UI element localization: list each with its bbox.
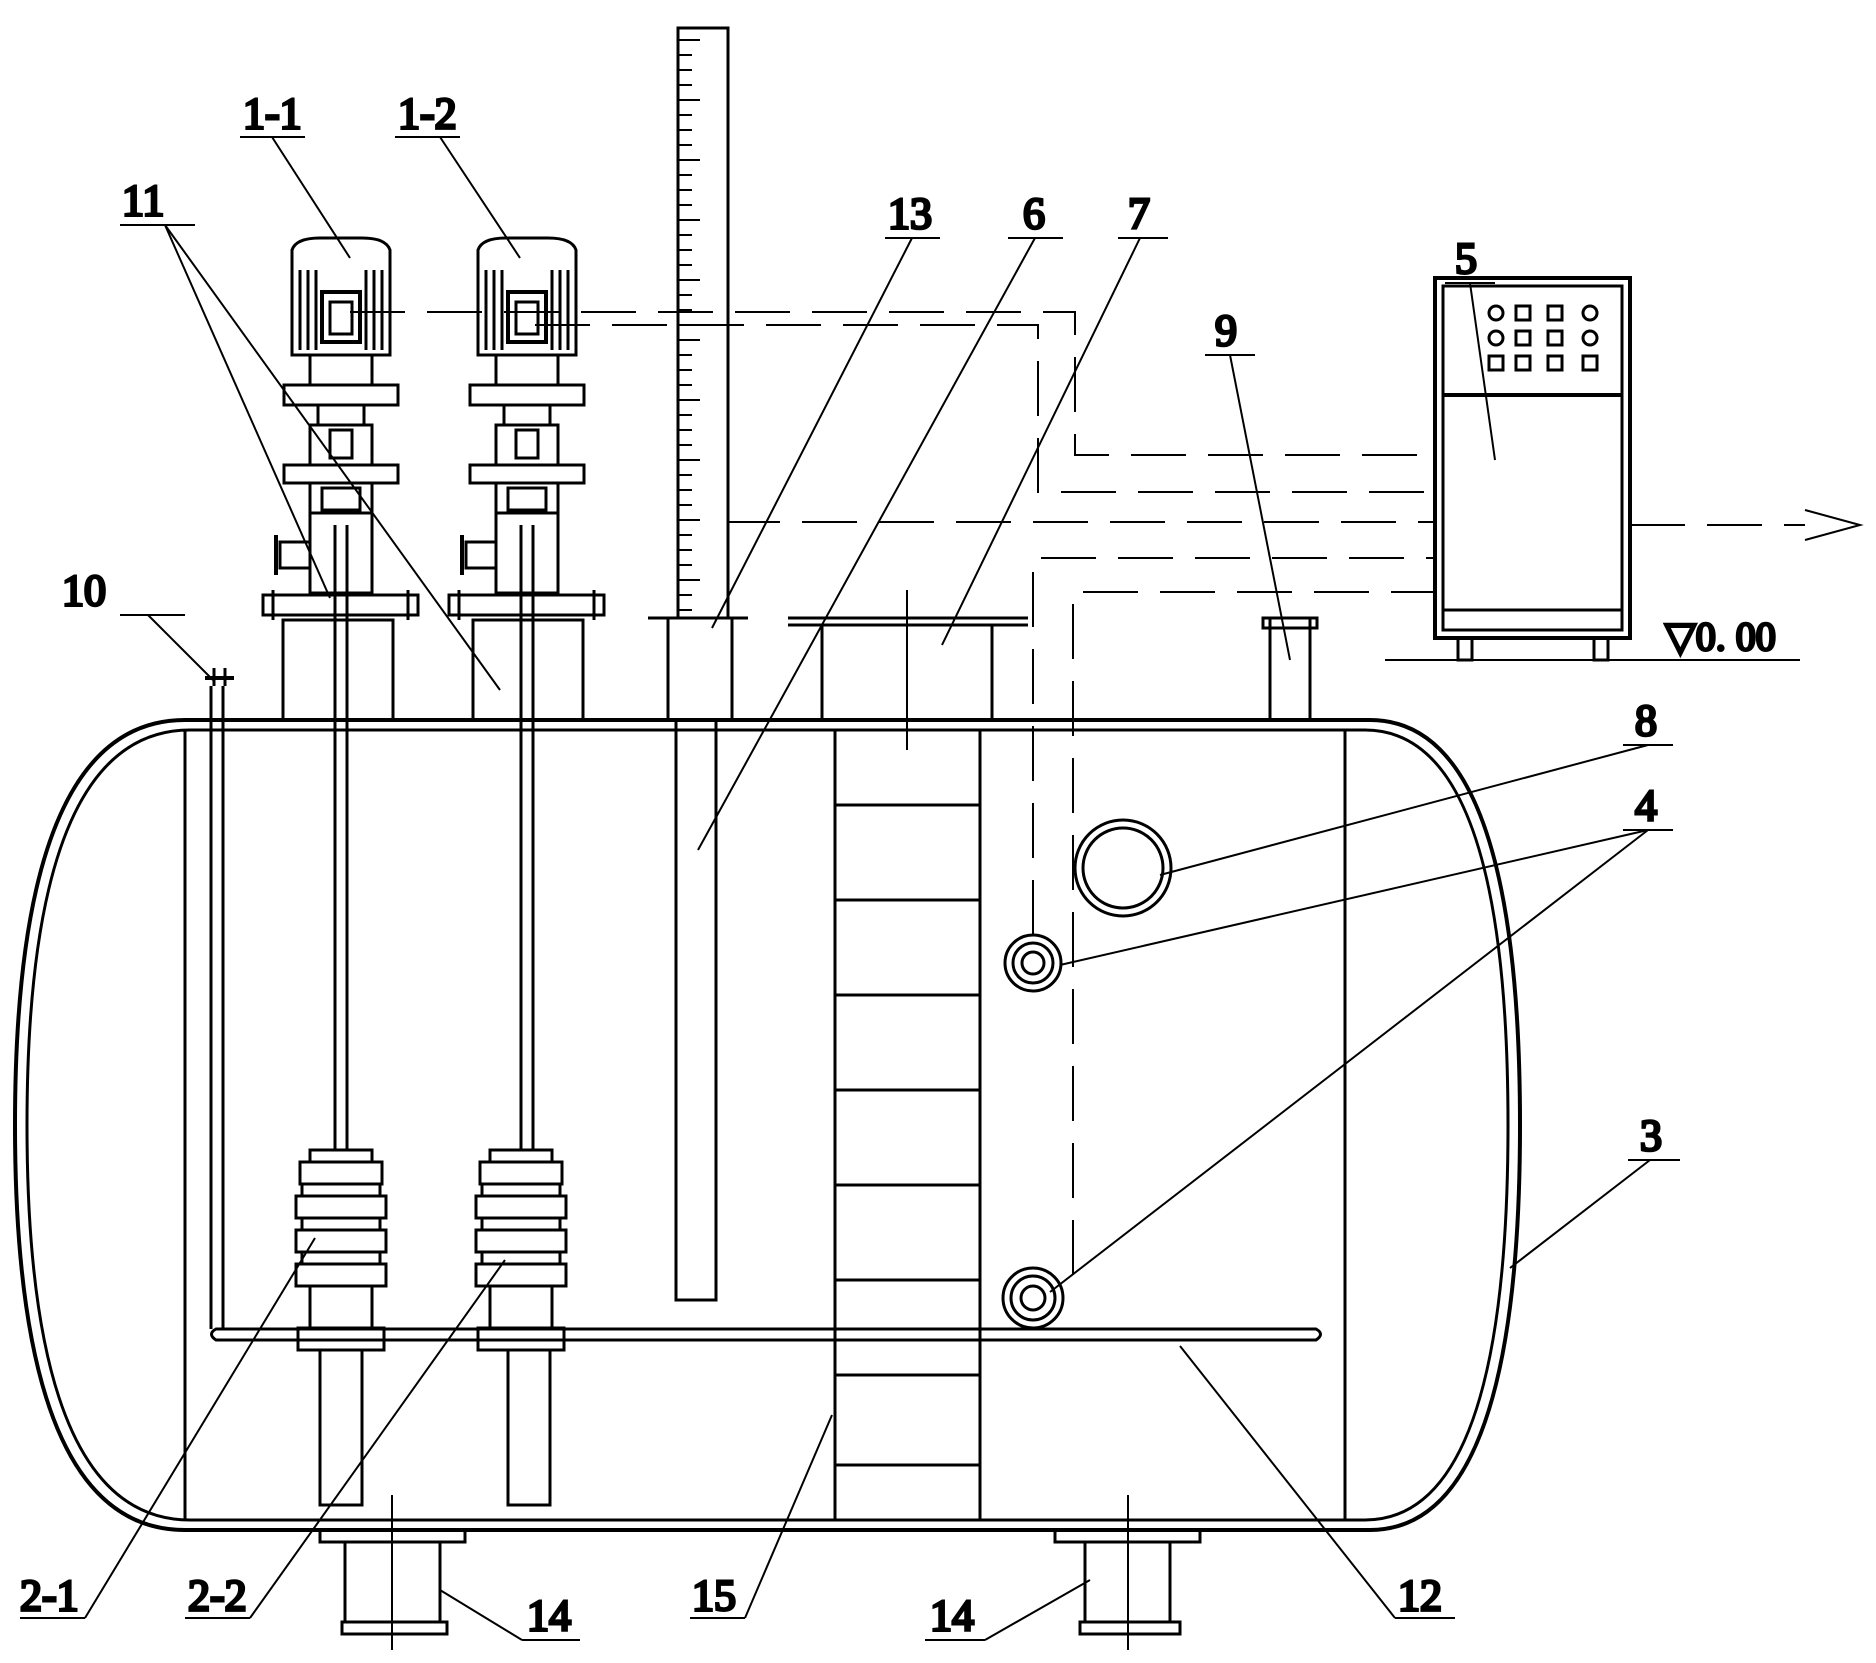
label-manhole: 7	[1128, 189, 1150, 238]
label-pump-1: 2-1	[20, 1571, 79, 1620]
inlet-pipe	[205, 668, 234, 1329]
label-pump-seats: 11	[122, 176, 164, 225]
control-cabinet	[1385, 276, 1800, 662]
label-bottom-pipe: 12	[1398, 1571, 1442, 1620]
vent-pipe	[1261, 616, 1319, 722]
leader-lines	[20, 136, 1680, 1641]
label-pump-2: 2-2	[188, 1571, 247, 1620]
label-saddle-support-left: 14	[527, 1591, 571, 1640]
pump-assembly-2	[447, 236, 606, 1507]
bottom-pipe	[210, 1327, 1322, 1342]
label-partition: 15	[692, 1571, 736, 1620]
tank-body	[12, 718, 1523, 1532]
label-inlet-pipe: 10	[62, 566, 106, 615]
label-side-opening: 8	[1635, 696, 1657, 745]
leader-11-b	[164, 224, 501, 691]
signal-lines	[350, 311, 1805, 1275]
label-level-mark: ▽0. 00	[1665, 614, 1776, 659]
label-pump-motor-2: 1-2	[398, 89, 457, 138]
level-gauge	[648, 26, 748, 1302]
side-opening	[1073, 818, 1173, 918]
signal-output-arrow	[1804, 509, 1864, 541]
partition	[833, 728, 982, 1522]
label-vent-pipe: 9	[1215, 306, 1237, 355]
label-control-cabinet: 5	[1455, 234, 1477, 283]
level-switches	[1001, 933, 1065, 1330]
label-pump-motor-1: 1-1	[243, 89, 302, 138]
saddle-supports	[318, 1495, 1202, 1650]
label-level-gauge: 6	[1023, 189, 1045, 238]
label-level-switch: 4	[1635, 781, 1657, 830]
label-gauge-nozzle: 13	[888, 189, 932, 238]
label-saddle-support-right: 14	[930, 1591, 974, 1640]
leader-11-a	[164, 224, 331, 599]
manhole	[788, 590, 1028, 750]
pump-assembly-1	[261, 236, 420, 1507]
label-tank: 3	[1640, 1111, 1662, 1160]
pump-seats	[281, 618, 585, 722]
